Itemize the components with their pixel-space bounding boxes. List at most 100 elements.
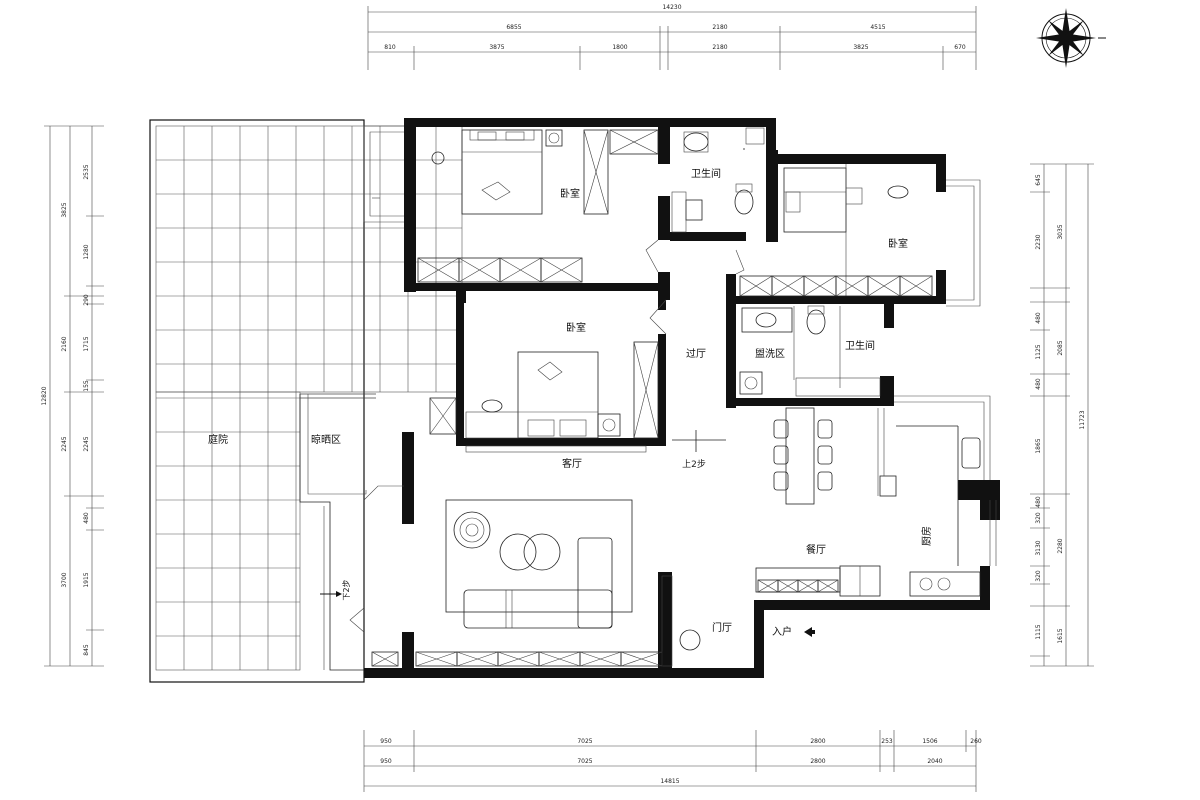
cabinet-cross [497,651,540,667]
dining-chair [817,471,833,491]
bathroom-1 [671,127,765,233]
cabinet-cross [771,275,805,297]
bedroom-3 [739,164,933,297]
dim-right: 2280 [1057,538,1064,553]
dim-left: 2535 [83,164,90,179]
dim-top-total: 14230 [662,4,681,11]
room-label-bath-2: 卫生间 [845,339,875,352]
wardrobe [417,257,583,283]
dim-top: 3875 [489,44,504,51]
dim-bottom-total: 14815 [660,778,679,785]
dim-top: 3825 [853,44,868,51]
balcony-railing [363,125,404,223]
room-label-kitchen: 厨房 [920,526,933,546]
lounge-chair [453,511,491,549]
dim-right: 320 [1035,570,1042,582]
dim-left: 3700 [61,572,68,587]
dim-top: 4515 [870,24,885,31]
cabinet-cross [817,579,839,593]
dim-right: 3035 [1057,224,1064,239]
cabinet-cross [579,651,622,667]
up-steps-marker [672,430,726,452]
dim-bottom: 950 [380,758,392,765]
room-label-corridor: 过厅 [686,347,706,360]
cabinet-door [540,257,583,283]
room-label-bath-1: 卫生间 [691,167,721,180]
bathroom-2 [739,305,881,397]
dim-top: 6855 [506,24,521,31]
label-up-steps: 上2步 [682,459,706,470]
dim-right: 3130 [1035,540,1042,555]
dining-room [755,407,881,597]
bedroom-main [417,129,659,283]
dim-left: 290 [83,294,90,306]
dim-left: 2245 [61,436,68,451]
dim-right: 320 [1035,512,1042,524]
kitchen [877,395,997,597]
dim-left: 845 [83,644,90,656]
dim-left: 2245 [83,436,90,451]
cabinet-cross [757,579,779,593]
dim-right-total: 11723 [1079,410,1086,429]
dining-chair [773,471,789,491]
dining-chair [817,445,833,465]
doors [349,239,745,633]
left-dimensions [44,125,104,667]
dim-bottom: 2800 [810,758,825,765]
dim-top: 1800 [612,44,627,51]
dim-left: 1280 [83,244,90,259]
dim-bottom: 2800 [810,738,825,745]
dim-left: 2160 [61,336,68,351]
dim-right: 480 [1035,378,1042,390]
cabinet-cross [371,651,399,667]
cabinet-door [817,579,839,593]
cabinet-cross [417,257,460,283]
dim-top: 810 [384,44,396,51]
room-label-foyer: 门厅 [712,621,732,634]
room-label-entrance: 入户 [772,625,792,638]
cabinet-cross [538,651,581,667]
cabinet-cross [415,651,458,667]
top-dimensions [367,6,977,70]
dim-right: 2085 [1057,340,1064,355]
dim-right: 2230 [1035,234,1042,249]
dim-bottom: 7025 [577,738,592,745]
cabinet-cross [456,651,499,667]
label-down-steps: 下2步 [342,579,351,600]
cabinet-door [620,651,663,667]
arrow-left-icon [804,627,812,637]
dim-bottom: 7025 [577,758,592,765]
dining-chair [773,445,789,465]
room-label-bedroom-2: 卧室 [566,321,586,334]
tv-cabinet [371,651,663,667]
dim-top: 2180 [712,44,727,51]
dim-left: 1715 [83,336,90,351]
bottom-dimensions [363,730,977,792]
dim-right: 480 [1035,312,1042,324]
dim-bottom: 1506 [922,738,937,745]
cabinet-cross [835,275,869,297]
dim-left: 480 [83,512,90,524]
cabinet-cross [499,257,542,283]
bedroom-2 [429,341,659,453]
compass-rose-icon [1036,8,1106,68]
drying-area [299,393,376,671]
dining-chair [773,419,789,439]
dim-right: 1865 [1035,438,1042,453]
dim-top: 2180 [712,24,727,31]
cabinet-door [371,651,399,667]
dim-left-total: 12820 [41,386,48,405]
wardrobe [739,275,933,297]
cabinet-cross [797,579,819,593]
room-label-laundry: 盥洗区 [755,348,785,360]
cabinet-door [899,275,933,297]
dim-bottom: 260 [970,738,982,745]
dining-chairs [773,419,833,491]
cabinet-cross [620,651,663,667]
dim-right: 1125 [1035,344,1042,359]
room-label-drying: 晾晒区 [311,433,341,446]
room-label-bedroom-3: 卧室 [888,237,908,250]
living-room [445,499,701,667]
dining-chair [817,419,833,439]
